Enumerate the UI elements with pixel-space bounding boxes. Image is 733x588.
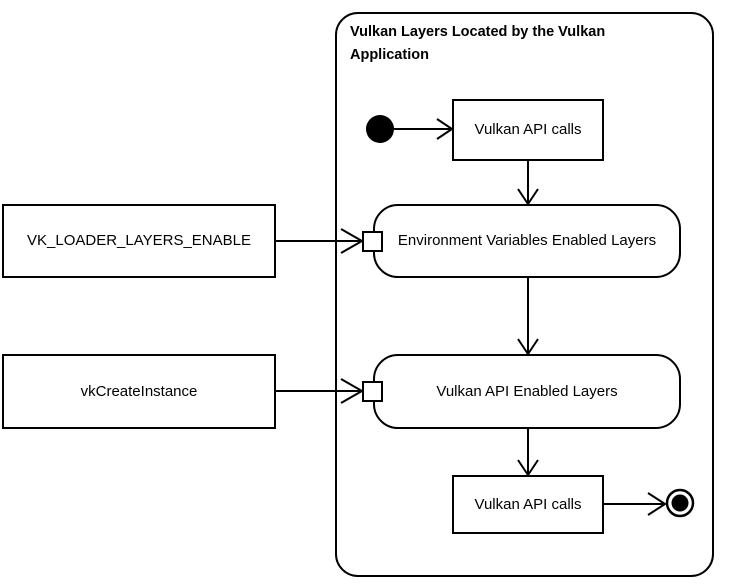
container-title-line-1: Vulkan Layers Located by the Vulkan <box>350 24 605 40</box>
container-title-line-2: Application <box>350 47 429 63</box>
final-node-center <box>671 494 689 512</box>
arrow-head-api-calls-bottom-to-final <box>647 492 667 516</box>
node-env-variables-enabled-layers-label: Environment Variables Enabled Layers <box>398 232 656 249</box>
arrow-head-env-var-box-to-env-layers <box>340 228 365 254</box>
activity-container-frame <box>335 12 714 577</box>
node-vulkan-api-enabled-layers-label: Vulkan API Enabled Layers <box>436 383 617 400</box>
node-vk-create-instance-label: vkCreateInstance <box>81 383 198 400</box>
port-env-layers-input <box>362 231 383 252</box>
node-api-calls-bottom <box>452 475 604 534</box>
node-vk-loader-layers-enable <box>2 204 276 278</box>
node-vk-create-instance <box>2 354 276 429</box>
port-api-enabled-layers-input <box>362 381 383 402</box>
node-api-calls-bottom-label: Vulkan API calls <box>475 496 582 513</box>
node-api-calls-top <box>452 99 604 161</box>
arrow-head-create-instance-to-api-enabled-layers <box>340 378 365 404</box>
initial-node-start <box>366 115 394 143</box>
node-api-calls-top-label: Vulkan API calls <box>475 121 582 138</box>
node-vk-loader-layers-enable-label: VK_LOADER_LAYERS_ENABLE <box>27 232 251 249</box>
